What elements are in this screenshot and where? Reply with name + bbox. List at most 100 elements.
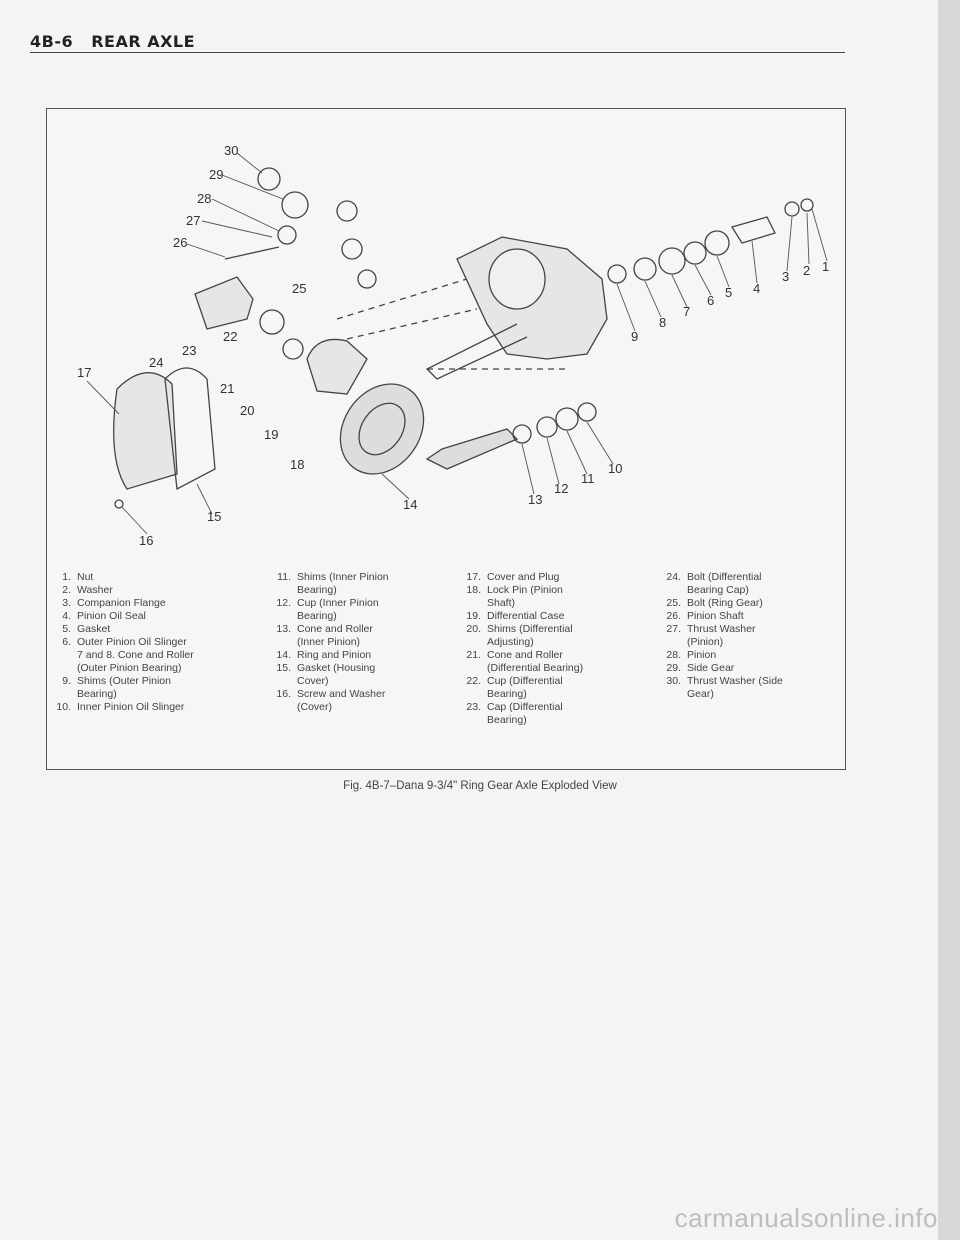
callout-29: 29 (209, 167, 223, 182)
legend-item: Bearing) (77, 688, 117, 700)
legend-item: Bearing) (487, 714, 527, 726)
legend-item: Bearing) (297, 584, 337, 596)
legend-item: Gear) (687, 688, 714, 700)
callout-9: 9 (631, 329, 638, 344)
callout-7: 7 (683, 304, 690, 319)
legend-column-2: 11.Shims (Inner Pinion Bearing) 12.Cup (… (271, 571, 388, 714)
callout-13: 13 (528, 492, 542, 507)
callout-10: 10 (608, 461, 622, 476)
gear-mid-right (341, 238, 363, 260)
nut-1 (800, 198, 814, 212)
callout-numbers: 1 2 3 4 5 6 7 8 9 10 11 12 13 14 15 16 1… (77, 143, 829, 548)
legend-item: Cover) (297, 675, 329, 687)
legend-column-4: 24.Bolt (Differential Bearing Cap) 25.Bo… (661, 571, 783, 701)
callout-3: 3 (782, 269, 789, 284)
legend-item: 2.Washer (62, 584, 113, 596)
callout-30: 30 (224, 143, 238, 158)
callout-16: 16 (139, 533, 153, 548)
legend-item: 28.Pinion (666, 649, 717, 661)
cover-17 (113, 371, 178, 490)
callout-19: 19 (264, 427, 278, 442)
callout-6: 6 (707, 293, 714, 308)
callout-22: 22 (223, 329, 237, 344)
legend-item: Shaft) (487, 597, 516, 609)
legend-item: 19.Differential Case (466, 610, 565, 622)
legend-item: 23.Cap (Differential (466, 701, 563, 713)
legend-column-1: 1.Nut 2.Washer 3.Companion Flange 4.Pini… (51, 571, 194, 714)
cone-roller-21 (282, 338, 304, 360)
callout-23: 23 (182, 343, 196, 358)
legend-item: 4.Pinion Oil Seal (62, 610, 146, 622)
callout-15: 15 (207, 509, 221, 524)
page-edge-strip (938, 0, 960, 1240)
legend-item: 3.Companion Flange (62, 597, 166, 609)
legend-item: 16.Screw and Washer (276, 688, 386, 700)
differential-case-19 (306, 338, 368, 395)
exploded-view-drawing: 1 2 3 4 5 6 7 8 9 10 11 12 13 14 15 16 1… (77, 143, 829, 548)
companion-flange (730, 216, 776, 244)
legend-item: Adjusting) (487, 636, 534, 648)
legend-item: (Differential Bearing) (487, 662, 584, 674)
ring-gear-inner (358, 402, 406, 456)
callout-18: 18 (290, 457, 304, 472)
gear-top-right (336, 200, 358, 222)
legend-item: 29.Side Gear (666, 662, 735, 674)
page-header: 4B-6 REAR AXLE (30, 32, 195, 51)
callout-5: 5 (725, 285, 732, 300)
legend-item: (Pinion) (687, 636, 724, 648)
pinion-28 (277, 225, 297, 245)
ring-gear (339, 383, 425, 475)
shims-11 (555, 407, 579, 431)
legend-item: 10.Inner Pinion Oil Slinger (56, 701, 185, 713)
callout-28: 28 (197, 191, 211, 206)
legend-column-3: 17.Cover and Plug 18.Lock Pin (Pinion Sh… (461, 571, 583, 727)
callout-4: 4 (753, 281, 760, 296)
legend-item: 13.Cone and Roller (276, 623, 373, 635)
cone-roller-13 (512, 424, 532, 444)
callout-26: 26 (173, 235, 187, 250)
slinger-10 (577, 402, 597, 422)
legend-item: 25.Bolt (Ring Gear) (666, 597, 763, 609)
washer-right (357, 269, 377, 289)
legend-item: 30.Thrust Washer (Side (666, 675, 783, 687)
section-number: 4B-6 (30, 32, 74, 51)
legend-item: 15.Gasket (Housing (276, 662, 376, 674)
callout-8: 8 (659, 315, 666, 330)
legend-item: Bearing) (297, 610, 337, 622)
legend-item: (Inner Pinion) (297, 636, 361, 648)
callout-20: 20 (240, 403, 254, 418)
callout-27: 27 (186, 213, 200, 228)
bearing-cap-23 (194, 276, 254, 330)
watermark: carmanualsonline.info (674, 1203, 938, 1233)
legend-item: 1.Nut (62, 571, 94, 583)
legend-item: Bearing) (487, 688, 527, 700)
callout-25: 25 (292, 281, 306, 296)
housing-bore (488, 248, 546, 310)
side-gear-29 (281, 191, 309, 219)
callout-1: 1 (822, 259, 829, 274)
pinion-part-6 (683, 241, 707, 265)
legend-item: (Outer Pinion Bearing) (77, 662, 182, 674)
legend-item: 26.Pinion Shaft (666, 610, 744, 622)
callout-12: 12 (554, 481, 568, 496)
bearing-cup-22 (259, 309, 285, 335)
pinion-part-8 (633, 257, 657, 281)
legend-item: (Cover) (297, 701, 333, 713)
legend-item: 21.Cone and Roller (466, 649, 563, 661)
legend-item: 24.Bolt (Differential (666, 571, 762, 583)
callout-11: 11 (581, 471, 595, 486)
parts-legend: 1.Nut 2.Washer 3.Companion Flange 4.Pini… (47, 571, 845, 761)
cover-screw-16 (114, 499, 124, 509)
legend-item: 12.Cup (Inner Pinion (276, 597, 379, 609)
legend-item: 9.Shims (Outer Pinion (62, 675, 171, 687)
pinion-part-9 (607, 264, 627, 284)
figure-frame: 1 2 3 4 5 6 7 8 9 10 11 12 13 14 15 16 1… (46, 108, 846, 770)
pinion-part-7 (658, 247, 686, 275)
cup-12 (536, 416, 558, 438)
pinion-shaft-26 (224, 246, 280, 260)
axle-tube (425, 323, 528, 380)
callout-2: 2 (803, 263, 810, 278)
header-rule (30, 52, 845, 53)
legend-item: 7 and 8. Cone and Roller (77, 649, 194, 661)
legend-item: 20.Shims (Differential (466, 623, 573, 635)
